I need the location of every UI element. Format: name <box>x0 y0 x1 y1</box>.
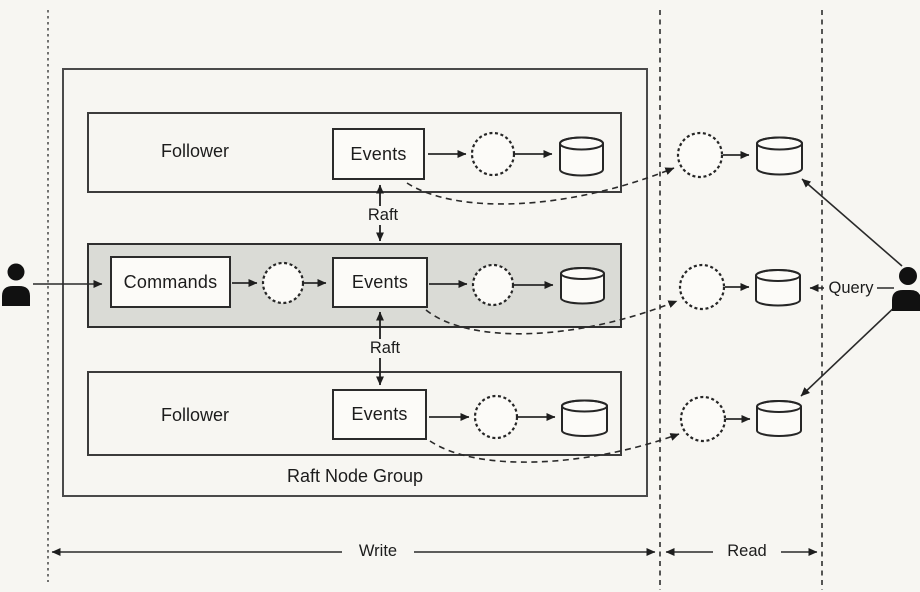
writer-user-icon <box>2 263 30 306</box>
raft-label-bottom: Raft <box>354 339 416 358</box>
read-bottom-processor-circle <box>679 395 727 443</box>
events-label-leader: Events <box>351 272 409 292</box>
reader-user-icon <box>892 267 920 311</box>
raft-label-top: Raft <box>352 206 414 225</box>
read-zone-label: Read <box>713 542 781 561</box>
follower-top-label: Follower <box>160 141 230 161</box>
follower-bottom-label: Follower <box>160 405 230 425</box>
query-arrow-to-top-store <box>801 178 903 267</box>
read-middle-processor-circle <box>678 263 726 311</box>
raft-node-group-box <box>62 68 648 497</box>
write-zone-label: Write <box>342 542 414 561</box>
read-bottom-store-cylinder <box>756 400 802 437</box>
raft-node-group-label: Raft Node Group <box>286 466 424 486</box>
commands-box: Commands <box>110 256 231 308</box>
follower-bottom-row-box <box>87 371 622 456</box>
read-top-processor-circle <box>676 131 724 179</box>
follower-top-row-box <box>87 112 622 193</box>
query-arrow-to-bottom-store <box>800 301 901 397</box>
commands-label: Commands <box>123 271 218 292</box>
query-label: Query <box>828 279 874 297</box>
events-box-leader: Events <box>332 257 428 308</box>
events-label-top: Events <box>350 143 407 164</box>
events-label-bottom: Events <box>351 404 408 424</box>
read-middle-store-cylinder <box>755 269 801 307</box>
events-box-top: Events <box>332 128 425 180</box>
read-top-store-cylinder <box>756 136 803 176</box>
events-box-bottom: Events <box>332 389 427 440</box>
